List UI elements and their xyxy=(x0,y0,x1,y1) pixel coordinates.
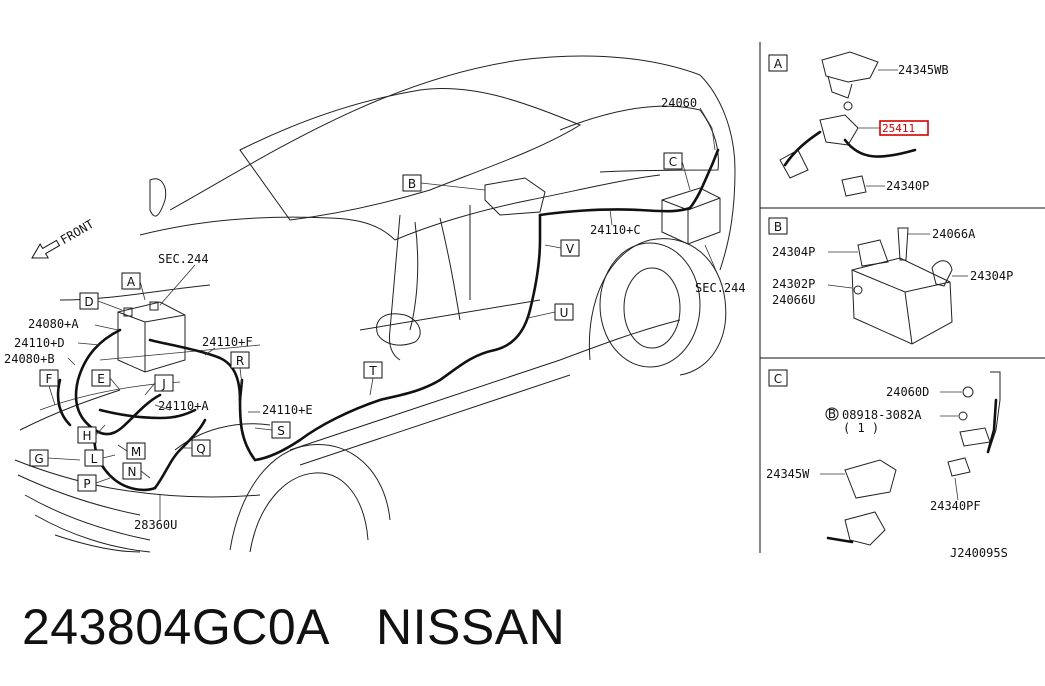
detail-b-tag xyxy=(768,217,788,235)
svg-text:H: H xyxy=(82,429,91,443)
detail-c-24060d: 24060D xyxy=(886,385,929,399)
svg-text:A: A xyxy=(127,275,136,289)
rear-battery xyxy=(661,187,721,245)
detail-b-24302p: 24302P xyxy=(772,277,815,291)
svg-text:U: U xyxy=(560,306,569,320)
label-sec244-rear: SEC.244 xyxy=(695,281,746,295)
drawing-code: J240095S xyxy=(950,546,1008,560)
svg-text:J: J xyxy=(161,377,166,391)
detail-c-08918: 08918-3082A xyxy=(842,408,922,422)
callout-d: D xyxy=(79,292,99,310)
svg-text:F: F xyxy=(46,372,53,386)
wiring-diagram: A B C D E F G H J L M N P Q R S T U V xyxy=(4,42,1045,560)
callout-boxes: A B C D E F G H J L M N P Q R S T U V xyxy=(29,152,683,492)
detail-b-24066a: 24066A xyxy=(932,227,976,241)
front-battery xyxy=(117,301,186,373)
svg-text:B: B xyxy=(828,407,836,421)
svg-text:L: L xyxy=(91,452,98,466)
detail-a-24340p: 24340P xyxy=(886,179,929,193)
label-28360u: 28360U xyxy=(134,518,177,532)
label-sec244-front: SEC.244 xyxy=(158,252,209,266)
callout-b: B xyxy=(402,174,422,192)
b-circle-symbol xyxy=(825,407,839,421)
callout-e: E xyxy=(91,369,111,387)
car-outline xyxy=(14,55,736,553)
detail-c-tag xyxy=(768,369,788,387)
svg-text:P: P xyxy=(83,477,90,491)
main-part-labels: SEC.244 SEC.244 24060 24110+C 24110+F 24… xyxy=(4,96,746,532)
detail-b-24066u: 24066U xyxy=(772,293,815,307)
svg-text:Q: Q xyxy=(196,442,205,456)
svg-text:R: R xyxy=(236,354,244,368)
svg-text:S: S xyxy=(277,424,285,438)
svg-text:B: B xyxy=(774,220,782,234)
battery-cable-harness xyxy=(56,148,720,492)
svg-text:D: D xyxy=(84,295,93,309)
svg-text:A: A xyxy=(774,57,783,71)
svg-text:G: G xyxy=(34,452,43,466)
leader-lines xyxy=(47,107,723,520)
callout-l: L xyxy=(84,449,104,467)
svg-text:C: C xyxy=(669,155,677,169)
footer: 243804GC0A NISSAN xyxy=(22,598,565,656)
detail-a-tag xyxy=(768,54,788,72)
callout-h: H xyxy=(77,426,97,444)
label-24110f: 24110+F xyxy=(202,335,253,349)
detail-a: A 24345WB 25411 24340P xyxy=(768,51,949,197)
label-24110e: 24110+E xyxy=(262,403,313,417)
detail-a-24345wb: 24345WB xyxy=(898,63,949,77)
svg-text:N: N xyxy=(128,465,137,479)
detail-c-qty: ( 1 ) xyxy=(843,421,879,435)
detail-b: B 24304P 24066A 24302P 24066U 24304P xyxy=(768,217,1013,345)
svg-text:V: V xyxy=(566,242,575,256)
callout-j: J xyxy=(154,374,174,392)
part-number: 243804GC0A xyxy=(22,599,331,655)
callout-s: S xyxy=(271,421,291,439)
callout-r: R xyxy=(230,351,250,369)
highlighted-part-box xyxy=(879,120,929,136)
label-24060: 24060 xyxy=(661,96,697,110)
callout-m: M xyxy=(126,442,146,460)
detail-a-25411: 25411 xyxy=(882,122,915,135)
svg-text:E: E xyxy=(97,372,105,386)
detail-panels-frame xyxy=(759,42,1045,553)
detail-c-24340pf: 24340PF xyxy=(930,499,981,513)
detail-b-24304p-left: 24304P xyxy=(772,245,815,259)
label-24110a: 24110+A xyxy=(158,399,209,413)
front-arrow: FRONT xyxy=(31,217,96,259)
detail-c-24345w: 24345W xyxy=(766,467,810,481)
callout-q: Q xyxy=(191,439,211,457)
callout-a: A xyxy=(121,272,141,290)
callout-v: V xyxy=(560,239,580,257)
callout-p: P xyxy=(77,474,97,492)
callout-t: T xyxy=(363,361,383,379)
label-24080a: 24080+A xyxy=(28,317,79,331)
callout-g: G xyxy=(29,449,49,467)
callout-n: N xyxy=(122,462,142,480)
label-24110d: 24110+D xyxy=(14,336,65,350)
detail-b-24304p-right: 24304P xyxy=(970,269,1013,283)
callout-u: U xyxy=(554,303,574,321)
svg-text:B: B xyxy=(408,177,416,191)
label-24080b: 24080+B xyxy=(4,352,55,366)
front-arrow-label: FRONT xyxy=(58,217,96,247)
brand-name: NISSAN xyxy=(376,599,566,655)
relay-box-b xyxy=(484,177,546,216)
callout-f: F xyxy=(39,369,59,387)
callout-c: C xyxy=(663,152,683,170)
label-24110c: 24110+C xyxy=(590,223,641,237)
svg-text:M: M xyxy=(131,445,141,459)
svg-text:C: C xyxy=(774,372,782,386)
detail-c: C 24060D B 08918-3082A ( 1 ) 24345W 2434… xyxy=(766,369,1001,546)
svg-text:T: T xyxy=(368,364,377,378)
